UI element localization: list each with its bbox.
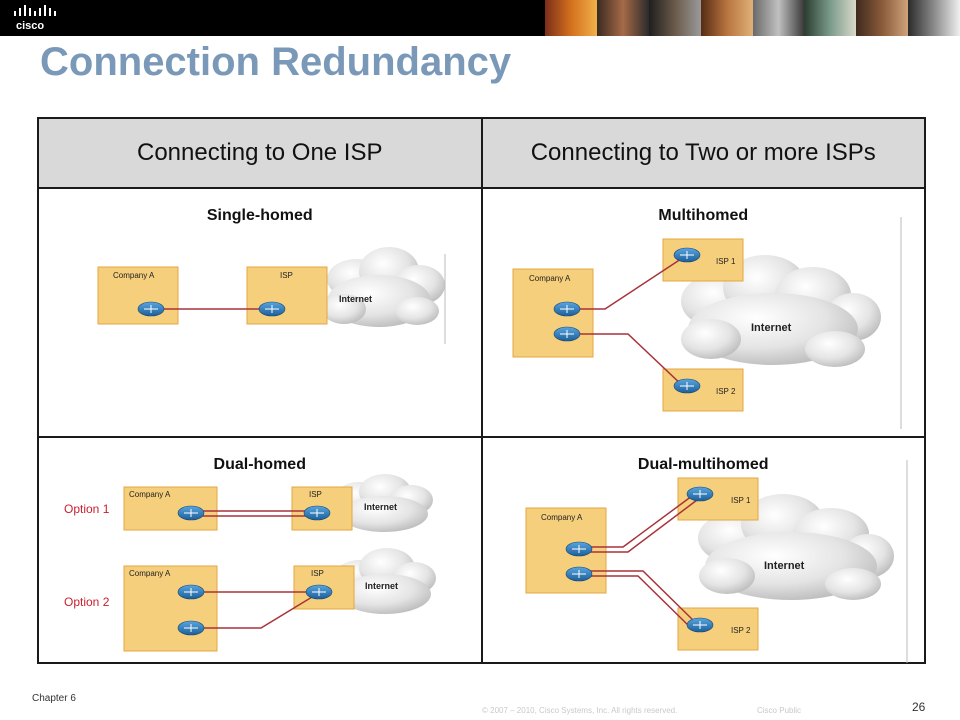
classification-text: Cisco Public	[757, 706, 802, 715]
page-number: 26	[912, 700, 926, 714]
company-label: Company A	[113, 271, 155, 280]
router-icon	[673, 247, 700, 263]
isp-label: ISP	[280, 271, 293, 280]
caption-multihomed: Multihomed	[658, 207, 749, 225]
router-icon	[177, 620, 205, 636]
router-icon	[686, 486, 713, 502]
header-two-isps: Connecting to Two or more ISPs	[480, 116, 926, 190]
caption-dual-homed: Dual-homed	[213, 456, 306, 474]
svg-text:cisco: cisco	[16, 20, 44, 31]
option1-label: Option 1	[64, 502, 110, 516]
cell-multihomed: Multihomed Internet Company A	[483, 189, 925, 436]
isp-box	[246, 266, 328, 325]
copyright-text: © 2007 – 2010, Cisco Systems, Inc. All r…	[482, 706, 678, 715]
internet-label: Internet	[364, 502, 397, 512]
link-line	[578, 575, 692, 629]
option2-label: Option 2	[64, 595, 110, 609]
company-label: Company A	[129, 569, 171, 578]
diagram-single-homed: Internet Company A ISP	[97, 247, 446, 345]
router-icon	[565, 566, 592, 582]
link-line	[578, 570, 697, 624]
router-icon	[137, 301, 165, 317]
link-line	[578, 496, 701, 553]
caption-dual-multihomed: Dual-multihomed	[637, 456, 769, 474]
slide-title: Connection Redundancy	[40, 40, 512, 84]
company-label: Company A	[129, 490, 171, 499]
banner-photo-strip	[545, 0, 960, 36]
cisco-logo-icon: cisco	[14, 5, 56, 31]
company-label: Company A	[541, 513, 583, 522]
isp2-label: ISP 2	[731, 626, 751, 635]
router-icon	[303, 505, 331, 521]
cell-dual-homed: Dual-homed Option 1 Option 2 Internet Co…	[39, 438, 481, 662]
company-box	[123, 565, 218, 652]
cloud-icon	[697, 494, 894, 601]
router-icon	[565, 541, 592, 557]
top-banner: cisco	[0, 0, 960, 36]
comparison-table: Connecting to One ISP Connecting to Two …	[37, 116, 926, 664]
diagram-dual-homed: Option 1 Option 2 Internet Company A ISP	[64, 474, 436, 652]
cloud-icon	[680, 255, 881, 368]
isp1-box	[662, 238, 743, 282]
isp1-label: ISP 1	[716, 257, 736, 266]
diagram-dual-multihomed: Internet Company A ISP 1 ISP 2	[525, 460, 907, 664]
chapter-label: Chapter 6	[32, 693, 76, 704]
company-box	[97, 266, 179, 325]
internet-label: Internet	[339, 294, 372, 304]
internet-label: Internet	[365, 581, 398, 591]
internet-label: Internet	[764, 560, 805, 572]
isp1-label: ISP 1	[731, 496, 751, 505]
isp-label: ISP	[309, 490, 322, 499]
link-line	[566, 333, 685, 388]
router-icon	[177, 584, 205, 600]
router-icon	[686, 617, 713, 633]
link-line	[578, 492, 696, 548]
cloud-icon	[322, 247, 445, 328]
router-icon	[258, 301, 286, 317]
router-icon	[553, 301, 580, 317]
header-one-isp: Connecting to One ISP	[37, 116, 483, 190]
router-icon	[553, 326, 580, 342]
cell-dual-multihomed: Dual-multihomed Internet Company A	[483, 438, 925, 664]
company-box	[512, 268, 593, 358]
isp2-label: ISP 2	[716, 387, 736, 396]
diagram-multihomed: Internet Company A ISP 1 ISP 2	[512, 217, 901, 430]
router-icon	[673, 378, 700, 394]
cell-single-homed: Single-homed Internet Company A ISP	[39, 189, 481, 436]
company-label: Company A	[529, 274, 571, 283]
router-icon	[305, 584, 333, 600]
internet-label: Internet	[751, 322, 792, 334]
isp-label: ISP	[311, 569, 324, 578]
router-icon	[177, 505, 205, 521]
caption-single-homed: Single-homed	[206, 207, 313, 225]
link-line	[191, 593, 318, 629]
